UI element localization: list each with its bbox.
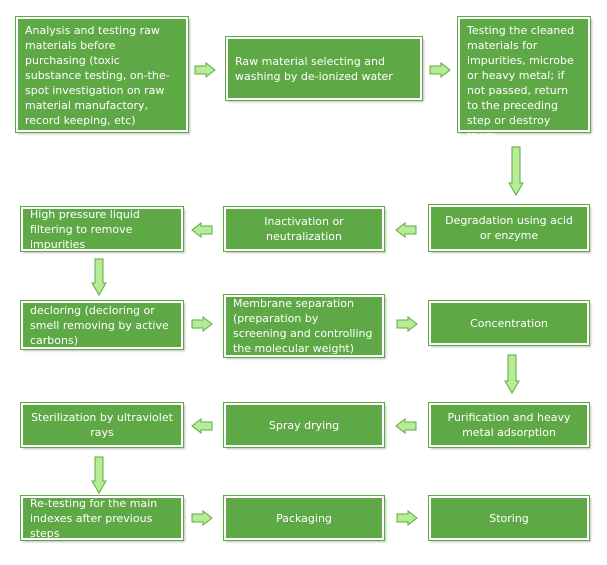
step-inactivation: Inactivation or neutralization <box>223 206 385 252</box>
step-membrane-separation: Membrane separation (preparation by scre… <box>223 294 385 358</box>
step-text: Storing <box>489 511 529 525</box>
arrow-right-icon <box>396 316 418 332</box>
step-text: Testing the cleaned materials for impuri… <box>467 24 575 142</box>
step-text: Spray drying <box>268 418 340 432</box>
step-degradation: Degradation using acid or enzyme <box>428 204 590 252</box>
step-raw-material-washing: Raw material selecting and washing by de… <box>225 36 423 101</box>
arrow-left-icon <box>191 418 213 434</box>
arrow-right-icon <box>429 62 451 78</box>
step-decoloring: decloring (decloring or smell removing b… <box>20 300 184 350</box>
step-text: Sterilization by ultraviolet rays <box>31 411 173 439</box>
step-text: Purification and heavy metal adsorption <box>447 411 571 439</box>
arrow-left-icon <box>191 222 213 238</box>
step-text: decloring (decloring or smell removing b… <box>30 303 169 347</box>
step-text: Degradation using acid or enzyme <box>445 214 573 242</box>
step-liquid-filtering: High pressure liquid filtering to remove… <box>20 206 184 252</box>
arrow-down-icon <box>504 354 520 394</box>
step-concentration: Concentration <box>428 300 590 346</box>
arrow-right-icon <box>194 62 216 78</box>
step-text: Raw material selecting and washing by de… <box>235 54 393 83</box>
step-text: Concentration <box>470 316 548 330</box>
step-text: Analysis and testing raw materials befor… <box>25 24 170 127</box>
arrow-down-icon <box>91 456 107 494</box>
step-storing: Storing <box>428 495 590 541</box>
step-text: Packaging <box>276 511 332 525</box>
step-purification: Purification and heavy metal adsorption <box>428 402 590 448</box>
arrow-left-icon <box>395 418 417 434</box>
arrow-right-icon <box>191 316 213 332</box>
step-text: High pressure liquid filtering to remove… <box>30 207 140 251</box>
step-text: Inactivation or neutralization <box>264 215 344 243</box>
step-sterilization: Sterilization by ultraviolet rays <box>20 402 184 448</box>
arrow-right-icon <box>396 510 418 526</box>
step-packaging: Packaging <box>223 495 385 541</box>
step-impurity-testing: Testing the cleaned materials for impuri… <box>457 16 591 142</box>
step-spray-drying: Spray drying <box>223 402 385 448</box>
step-raw-material-analysis: Analysis and testing raw materials befor… <box>15 16 189 133</box>
arrow-down-icon <box>508 146 524 196</box>
step-text: Re-testing for the main indexes after pr… <box>30 496 158 540</box>
arrow-right-icon <box>191 510 213 526</box>
step-retesting: Re-testing for the main indexes after pr… <box>20 495 184 541</box>
arrow-down-icon <box>91 258 107 296</box>
step-text: Membrane separation (preparation by scre… <box>233 297 373 355</box>
arrow-left-icon <box>395 222 417 238</box>
